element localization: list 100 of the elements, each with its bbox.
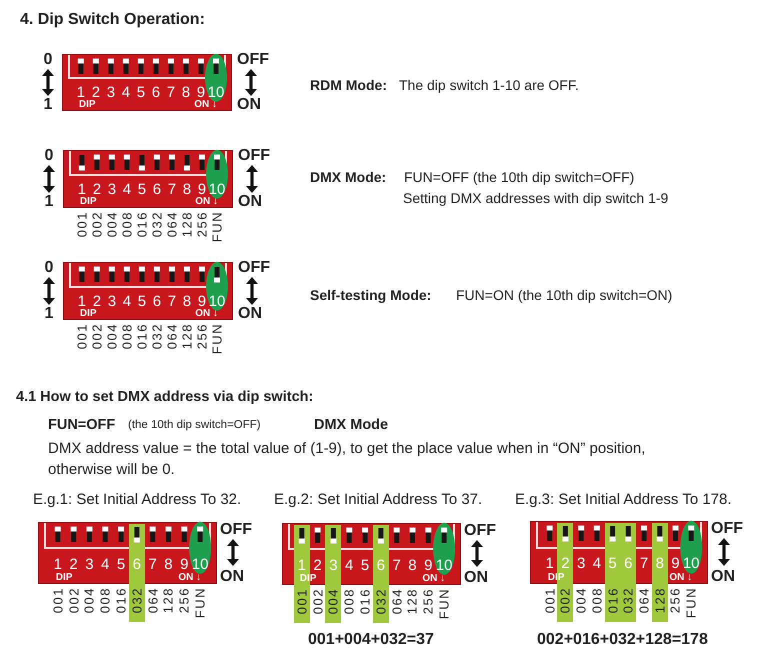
switch-number: 4 <box>122 182 132 198</box>
position-label: OFF <box>238 148 270 164</box>
place-value-label: 016 <box>606 587 620 614</box>
switch-number: 10 <box>192 556 208 572</box>
switch-number: 2 <box>92 294 102 310</box>
dip-label: DIP <box>78 100 96 110</box>
switch-number: 1 <box>78 294 86 310</box>
place-value-label: 064 <box>146 587 160 614</box>
position-label: OFF <box>711 521 743 537</box>
switch-number: 10 <box>208 182 226 198</box>
place-value-label: 064 <box>638 587 651 614</box>
switch-number: 5 <box>360 558 370 573</box>
switch-number: 5 <box>138 294 146 310</box>
place-value-label: 256 <box>178 587 191 614</box>
dip-switch <box>63 262 233 320</box>
switch-number: 7 <box>168 294 176 310</box>
dip-label: DIP <box>80 197 97 207</box>
subsection-heading: 4.1 How to set DMX address via dip switch: <box>16 389 314 406</box>
switch-number: 5 <box>116 556 126 572</box>
place-value-label: 008 <box>342 588 356 614</box>
example-heading: E.g.2: Set Initial Address To 37. <box>274 491 482 508</box>
place-value-label: 128 <box>180 323 194 350</box>
position-label: OFF <box>237 52 269 68</box>
mode-name: DMX Mode: <box>310 169 386 186</box>
switch-number: 7 <box>148 556 157 572</box>
switch-number: 6 <box>132 556 142 572</box>
switch-number: 4 <box>592 556 602 572</box>
place-value-label: 032 <box>150 323 164 350</box>
switch-number: 10 <box>436 558 452 573</box>
on-direction-label: ON ↓ <box>195 197 218 207</box>
dip-switch <box>63 150 233 208</box>
place-value-label: 032 <box>374 588 388 614</box>
place-value-label: 016 <box>135 323 148 350</box>
place-value-label: FUN <box>194 587 207 618</box>
switch-number: 3 <box>108 294 116 310</box>
position-label: ON <box>237 97 261 113</box>
place-value-label: 002 <box>90 323 104 350</box>
on-direction-label: ON ↓ <box>178 573 202 583</box>
place-value-label: 004 <box>326 588 340 614</box>
place-value-label: 064 <box>165 211 178 238</box>
switch-number: 3 <box>106 85 116 100</box>
position-label: 1 <box>44 194 54 210</box>
position-label: OFF <box>220 522 252 538</box>
switch-number: 1 <box>546 556 554 572</box>
place-value-label: 002 <box>90 211 104 238</box>
place-value-label: 016 <box>114 587 128 614</box>
switch-number: 8 <box>656 556 664 572</box>
place-value-label: FUN <box>210 211 224 242</box>
switch-number: 2 <box>561 556 570 572</box>
dip-label: DIP <box>56 573 72 583</box>
mode-name: DMX Mode <box>314 417 388 434</box>
place-value-label: 001 <box>543 587 556 614</box>
place-value-label: FUN <box>438 588 451 620</box>
place-value-label: 064 <box>390 588 404 614</box>
section-heading: 4. Dip Switch Operation: <box>20 11 205 30</box>
place-value-label: 032 <box>150 211 164 238</box>
switch-number: 4 <box>101 556 110 572</box>
explanation-paragraph: DMX address value = the total value of (1-9), to get the place value when in “ON” position, otherwise will be 0. <box>48 439 646 480</box>
switch-number: 9 <box>424 558 432 573</box>
on-direction-label: ON ↓ <box>422 574 446 584</box>
switch-number: 7 <box>168 182 176 198</box>
place-value-label: 032 <box>622 587 635 614</box>
sum-formula: 002+016+032+128=178 <box>537 631 708 650</box>
switch-number: 8 <box>182 294 192 310</box>
switch-number: 2 <box>69 556 78 572</box>
position-label: ON <box>238 194 262 210</box>
place-value-label: 008 <box>590 587 604 614</box>
place-value-label: FUN <box>684 587 698 618</box>
switch-number: 1 <box>54 556 62 572</box>
position-label: 0 <box>44 148 54 164</box>
place-value-label: 004 <box>574 587 588 614</box>
switch-number: 4 <box>122 294 132 310</box>
switch-number: 2 <box>92 85 100 100</box>
switch-number: 6 <box>376 558 386 573</box>
place-value-label: 128 <box>653 587 666 614</box>
place-value-label: 016 <box>135 211 148 238</box>
place-value-label: 256 <box>422 588 435 614</box>
place-value-label: 004 <box>105 211 118 238</box>
position-label: 0 <box>44 52 52 68</box>
place-value-label: 256 <box>668 587 682 614</box>
switch-number: 1 <box>78 182 86 198</box>
place-value-label: 001 <box>295 588 308 614</box>
place-value-label: 002 <box>558 587 572 614</box>
dip-switch <box>38 522 217 584</box>
switch-number: 8 <box>182 85 190 100</box>
switch-number: 10 <box>682 556 700 572</box>
place-value-label: 064 <box>165 323 178 350</box>
switch-number: 5 <box>138 182 146 198</box>
switch-number: 6 <box>624 556 632 572</box>
switch-number: 5 <box>136 85 146 100</box>
mode-name: RDM Mode: <box>310 77 387 94</box>
switch-number: 6 <box>152 294 162 310</box>
mode-description: The dip switch 1-10 are OFF. <box>399 77 579 94</box>
place-value-label: 004 <box>82 587 96 614</box>
switch-number: 1 <box>298 558 306 573</box>
place-value-label: 032 <box>130 587 144 614</box>
switch-number: 3 <box>108 182 116 198</box>
position-label: ON <box>220 569 244 585</box>
switch-number: 6 <box>152 182 162 198</box>
switch-number: 4 <box>345 558 354 573</box>
